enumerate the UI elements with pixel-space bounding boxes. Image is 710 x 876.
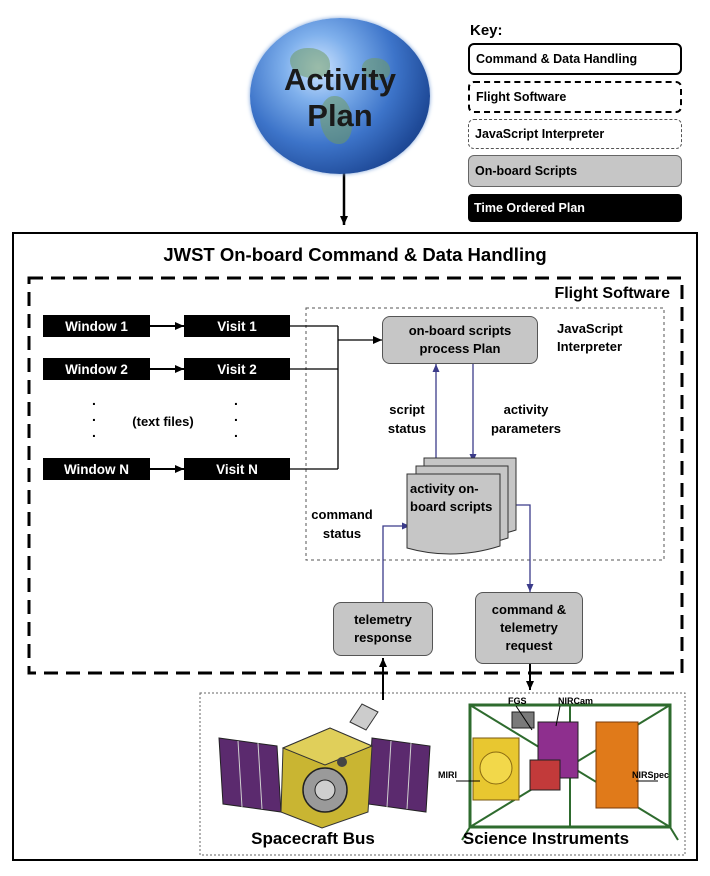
cdh-title: JWST On-board Command & Data Handling [163, 244, 547, 265]
nirspec-label: NIRSpec [632, 770, 670, 780]
activity-scripts-stack [406, 457, 517, 555]
js-interpreter-label: JavaScript Interpreter [557, 321, 623, 354]
key-cdh: Command & Data Handling [468, 43, 682, 75]
miri-label: MIRI [438, 770, 457, 780]
key-onboard-scripts: On-board Scripts [468, 155, 682, 187]
key-time-ordered-plan: Time Ordered Plan [468, 194, 682, 222]
spacecraft-bus-drawing [218, 703, 431, 829]
command-telemetry-request-box: command & telemetry request [475, 592, 583, 664]
science-instruments-caption: Science Instruments [462, 829, 630, 848]
text-files-label: (text files) [132, 414, 194, 429]
flight-software-frame [27, 276, 684, 675]
window-1-box: Window 1 [43, 315, 150, 337]
window-2-box: Window 2 [43, 358, 150, 380]
nircam-label: NIRCam [558, 696, 594, 706]
activity-scripts-label: activity on-board scripts [410, 481, 493, 514]
instrument-frame [199, 692, 686, 856]
flight-software-label: Flight Software [554, 285, 670, 302]
window-n-box: Window N [43, 458, 150, 480]
ellipsis-dots: ... [234, 392, 238, 440]
activity-parameters-label: activity parameters [490, 402, 562, 436]
cdh-frame [12, 232, 698, 861]
key-flight-software: Flight Software [468, 81, 682, 113]
visit-n-box: Visit N [184, 458, 290, 480]
script-status-label: script status [387, 402, 427, 436]
js-interpreter-frame [305, 307, 665, 561]
key-title: Key: [470, 22, 503, 39]
ellipsis-dots: ... [92, 392, 96, 440]
visit-2-box: Visit 2 [184, 358, 290, 380]
activity-plan-title: Activity Plan [284, 62, 396, 133]
science-instruments-drawing [456, 703, 679, 841]
fgs-label: FGS [508, 696, 527, 706]
onboard-process-box: on-board scripts process Plan [382, 316, 538, 364]
command-status-label: command status [311, 507, 373, 541]
telemetry-response-box: telemetry response [333, 602, 433, 656]
spacecraft-bus-caption: Spacecraft Bus [251, 829, 375, 848]
activity-plan-globe [250, 18, 430, 174]
key-js-interpreter: JavaScript Interpreter [468, 119, 682, 149]
visit-1-box: Visit 1 [184, 315, 290, 337]
